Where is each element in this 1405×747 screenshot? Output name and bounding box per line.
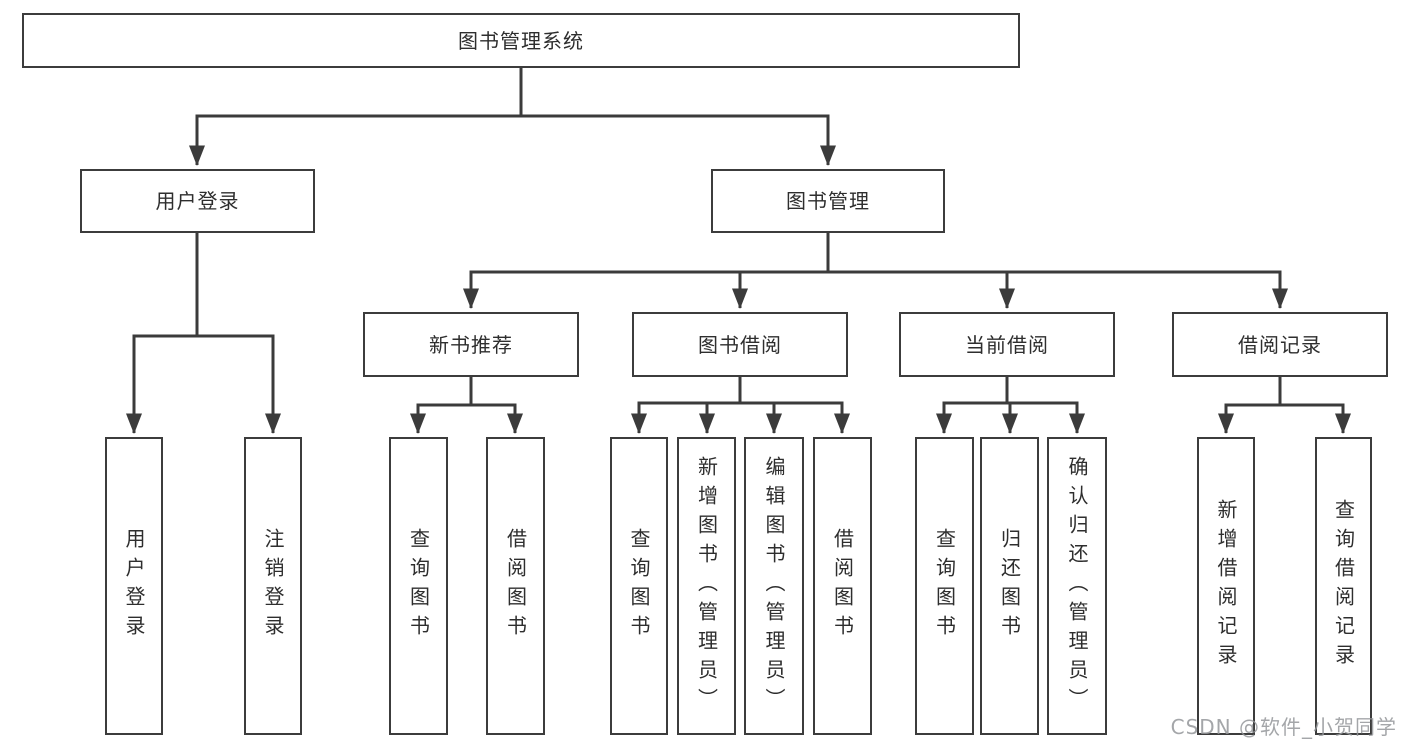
node-label: 新增借阅记录	[1214, 499, 1238, 673]
leaf-records-add-borrow-record: 新增借阅记录	[1197, 437, 1255, 735]
node-label: 新书推荐	[429, 332, 513, 357]
leaf-current-return-books: 归还图书	[980, 437, 1039, 735]
leaf-current-query-books: 查询图书	[915, 437, 974, 735]
node-label: 图书管理系统	[458, 28, 584, 53]
node-label: 查询图书	[627, 528, 651, 644]
leaf-borrowing-edit-books-admin: 编辑图书（管理员）	[744, 437, 804, 735]
leaf-recommend-borrow-books: 借阅图书	[486, 437, 545, 735]
leaf-user-login: 用户登录	[105, 437, 163, 735]
node-label: 图书管理	[786, 189, 870, 213]
node-book-borrowing: 图书借阅	[632, 312, 848, 377]
node-label: 查询图书	[932, 528, 957, 644]
leaf-recommend-query-books: 查询图书	[389, 437, 448, 735]
leaf-borrowing-borrow-books: 借阅图书	[813, 437, 872, 735]
node-label: 新增图书（管理员）	[694, 455, 719, 717]
leaf-borrowing-add-books-admin: 新增图书（管理员）	[677, 437, 736, 735]
arrow-lines	[126, 116, 1351, 434]
csdn-watermark: CSDN @软件_小贺同学	[1170, 715, 1397, 739]
node-label: 借阅图书	[503, 528, 528, 644]
leaf-logout: 注销登录	[244, 437, 302, 735]
node-label: 归还图书	[997, 528, 1022, 644]
node-label: 用户登录	[122, 528, 146, 644]
node-current-borrowing: 当前借阅	[899, 312, 1115, 377]
leaf-borrowing-query-books: 查询图书	[610, 437, 668, 735]
node-label: 确认归还（管理员）	[1065, 455, 1089, 717]
node-label: 注销登录	[261, 528, 285, 644]
node-book-management: 图书管理	[711, 169, 945, 233]
leaf-current-confirm-return-admin: 确认归还（管理员）	[1047, 437, 1107, 735]
node-label: 借阅记录	[1238, 332, 1322, 357]
node-user-login: 用户登录	[80, 169, 315, 233]
node-label: 当前借阅	[965, 332, 1049, 357]
node-label: 用户登录	[155, 189, 240, 213]
node-label: 查询图书	[406, 528, 431, 644]
node-root-system: 图书管理系统	[22, 13, 1020, 68]
leaf-records-query-borrow-record: 查询借阅记录	[1315, 437, 1372, 735]
node-new-book-recommend: 新书推荐	[363, 312, 579, 377]
node-label: 编辑图书（管理员）	[762, 455, 786, 717]
node-label: 图书借阅	[698, 332, 782, 357]
node-label: 借阅图书	[830, 528, 855, 644]
node-label: 查询借阅记录	[1331, 499, 1356, 673]
node-borrowing-records: 借阅记录	[1172, 312, 1388, 377]
